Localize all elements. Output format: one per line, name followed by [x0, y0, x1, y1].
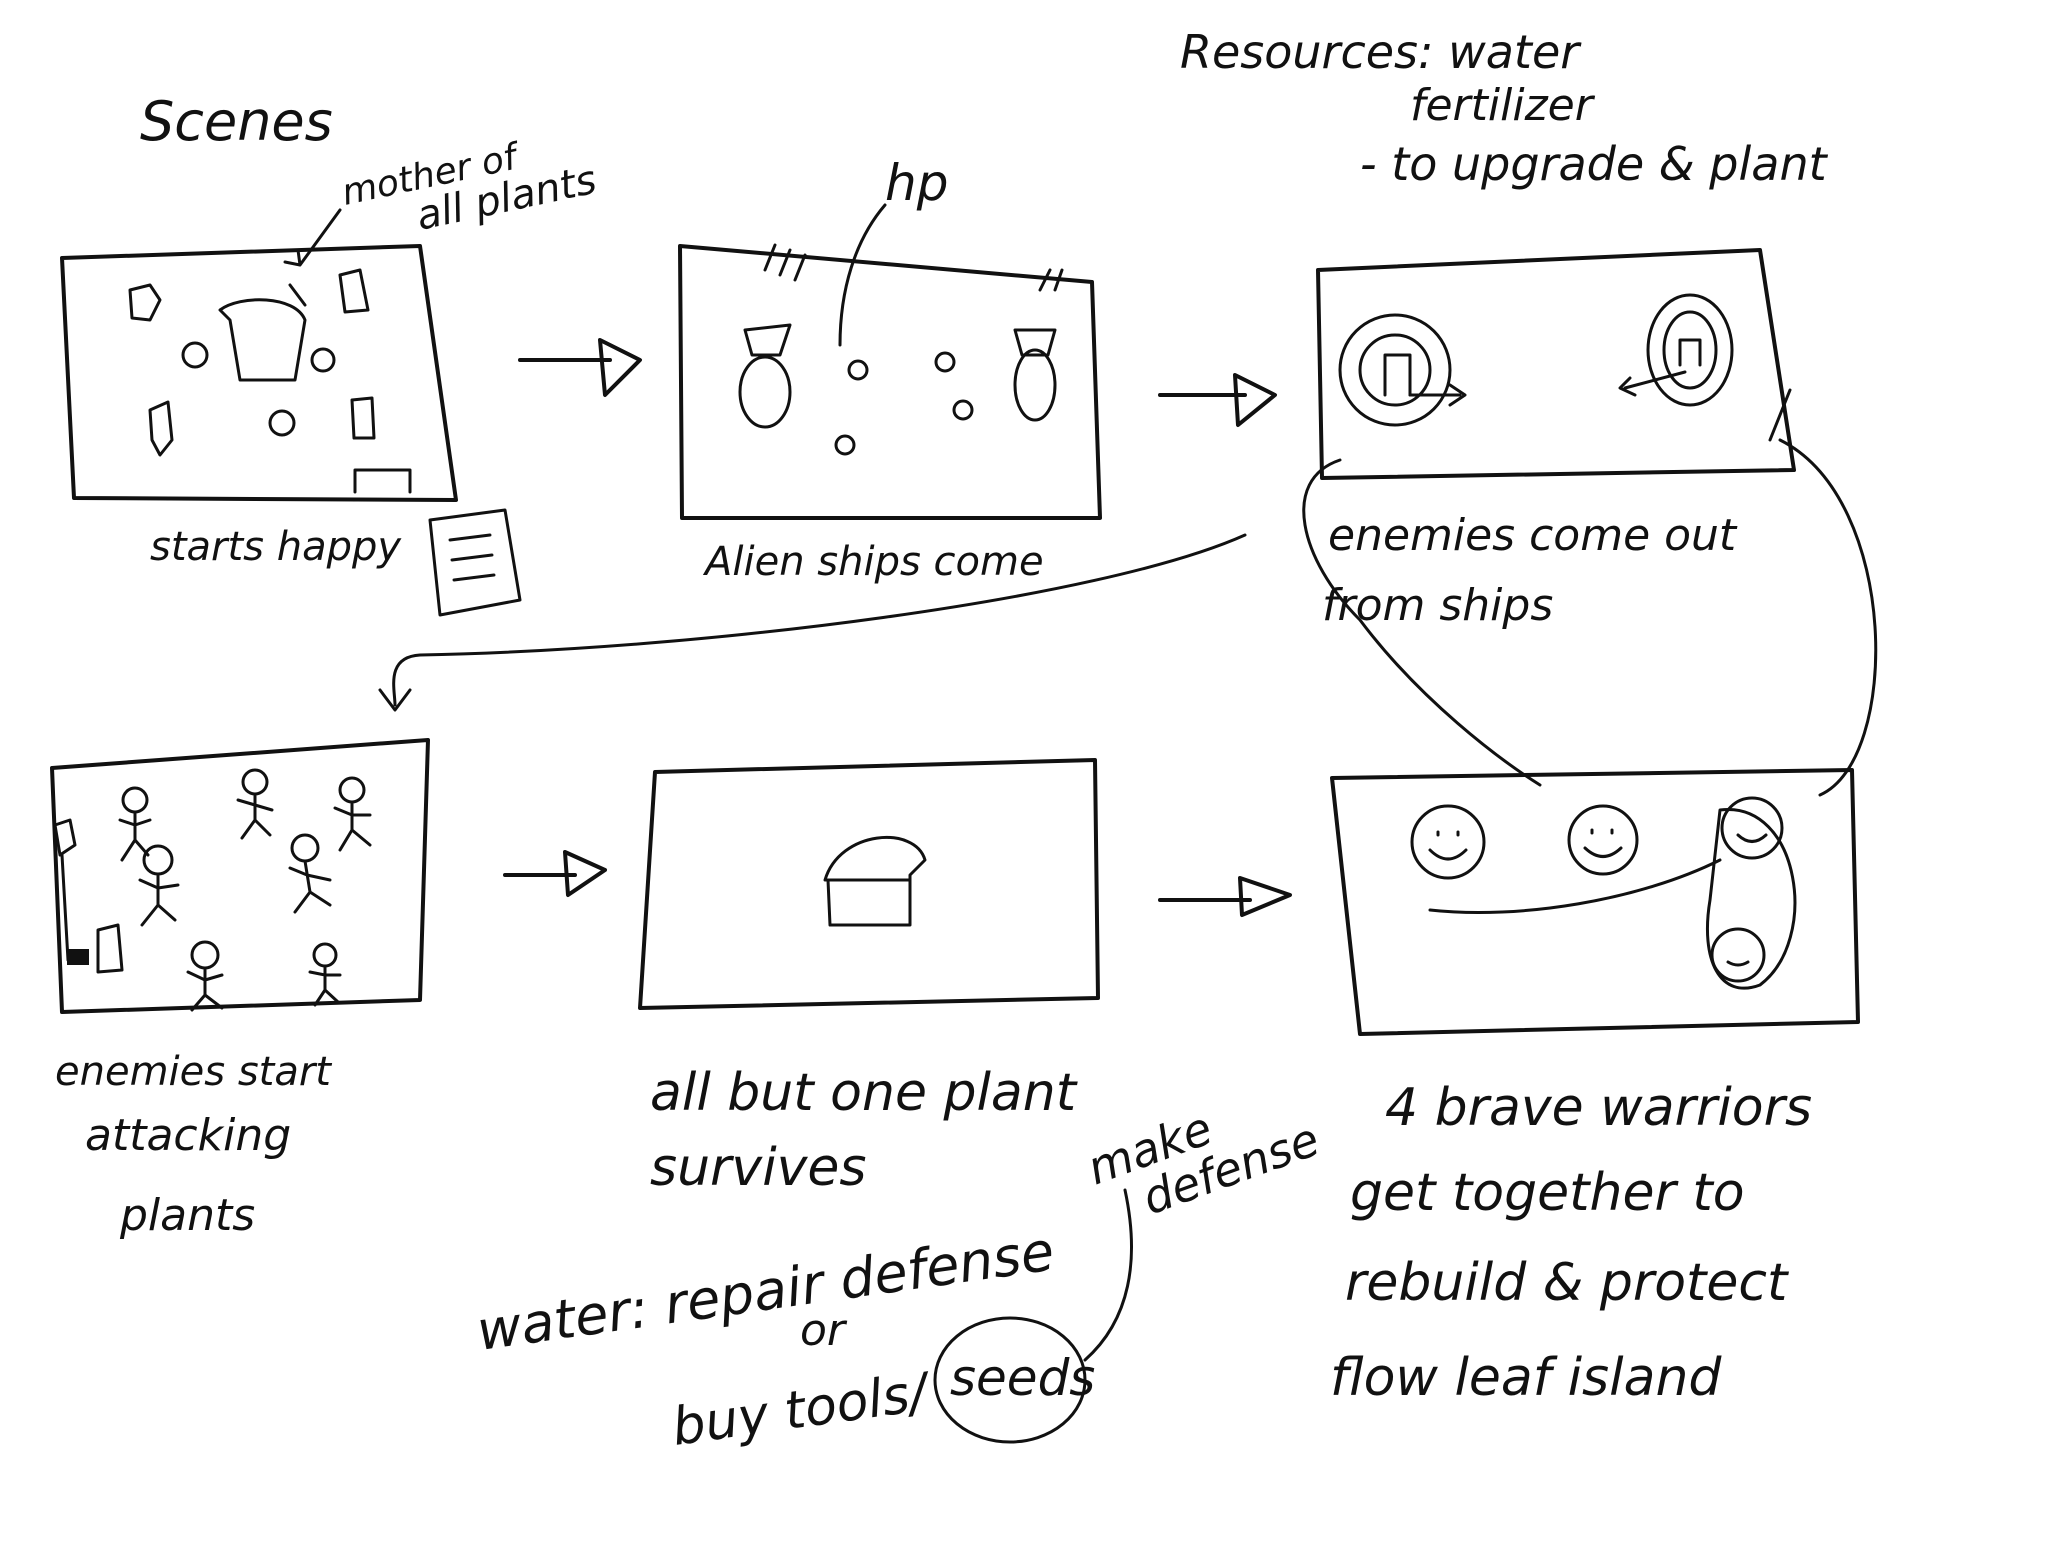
panel-3-frame	[1316, 248, 1796, 480]
plant-icon	[338, 268, 370, 314]
resources-upgrade: - to upgrade & plant	[1360, 137, 1829, 191]
defense-pointer	[1083, 1188, 1134, 1362]
enemy-figure	[118, 786, 152, 862]
arrow-2-3	[1158, 373, 1277, 427]
hp-dot	[847, 359, 869, 381]
hp-label: hp	[885, 154, 948, 212]
door	[1383, 353, 1412, 397]
water-note-line-1: water: repair defense	[473, 1220, 1058, 1363]
panel-4-caption-1: enemies start	[55, 1049, 332, 1095]
seeds-circle	[933, 1316, 1087, 1444]
enemy-figure	[138, 844, 180, 927]
warrior-smile	[1583, 828, 1623, 858]
hp-dot	[952, 399, 974, 421]
arrow-5-6	[1158, 876, 1292, 917]
smiley-icon	[181, 341, 209, 369]
panel-3	[1316, 248, 1796, 480]
enemy-figure	[186, 940, 224, 1012]
ship-ring	[1338, 313, 1452, 427]
smiley-icon	[268, 409, 296, 437]
warrior-face	[1720, 796, 1784, 860]
warrior-face	[1710, 927, 1766, 983]
resources-fertilizer: fertilizer	[1410, 80, 1596, 131]
hut-icon	[353, 468, 412, 494]
panel-6	[1330, 768, 1860, 1036]
panel-4-caption-2: attacking	[85, 1110, 291, 1161]
connector-to-panel-4	[378, 533, 1247, 712]
alien-ship	[1013, 348, 1057, 422]
alien-ship	[738, 355, 792, 429]
rubble	[67, 949, 89, 965]
enemy-arrow	[1408, 383, 1467, 407]
water-note-or: or	[800, 1305, 848, 1356]
enemy-arrow	[1618, 370, 1687, 397]
mother-plant	[218, 298, 307, 382]
panel-5-caption-1: all but one plant	[650, 1063, 1078, 1123]
seeds-label: seeds	[950, 1349, 1095, 1407]
enemy-figure	[236, 768, 274, 840]
group-outline	[1428, 808, 1797, 990]
hp-dot	[834, 434, 856, 456]
arrow-4-5	[503, 850, 607, 897]
warrior-face	[1567, 804, 1639, 876]
panel-3-caption-2: from ships	[1322, 580, 1553, 631]
ship-ring-inner	[1358, 333, 1432, 407]
warrior-smile	[1736, 833, 1768, 843]
plant-icon	[350, 396, 376, 440]
ship-ring-inner	[1662, 310, 1718, 390]
motion-lines	[763, 243, 1064, 292]
door	[1678, 338, 1702, 367]
hp-pointer	[838, 203, 887, 347]
last-plant	[823, 836, 927, 927]
panel-3-caption-1: enemies come out	[1328, 510, 1738, 561]
warrior-smile	[1428, 830, 1468, 861]
panel-2-caption: Alien ships come	[702, 539, 1044, 585]
warrior-smile	[1726, 960, 1750, 967]
panel-6-caption-2: get together to	[1350, 1163, 1745, 1223]
enemy-figure	[333, 776, 372, 852]
enemy-figure	[308, 942, 342, 1007]
panel-6-caption-1: 4 brave warriors	[1385, 1078, 1812, 1138]
panel-6-caption-3: rebuild & protect	[1345, 1253, 1789, 1313]
ship-top	[1013, 328, 1057, 357]
panel-5	[638, 758, 1100, 1010]
panel-6-frame	[1330, 768, 1860, 1036]
panel-1	[60, 244, 458, 502]
broken-plant	[53, 818, 77, 962]
panel-4-frame	[50, 738, 430, 1014]
panel-1-caption: starts happy	[150, 524, 402, 570]
warrior-face	[1410, 804, 1486, 880]
panel-2	[678, 243, 1102, 520]
panel-1-frame	[60, 244, 458, 502]
plant-icon	[148, 400, 174, 457]
hp-dot	[934, 351, 956, 373]
smiley-icon	[310, 347, 336, 373]
panel-5-caption-2: survives	[650, 1138, 867, 1198]
broken-plant	[96, 923, 124, 974]
note-paper-icon	[428, 508, 522, 617]
panel-5-frame	[638, 758, 1100, 1010]
enemy-figure	[288, 833, 332, 914]
panel-4	[50, 738, 430, 1014]
scenes-title: Scenes	[140, 90, 333, 153]
pointer-arrow	[288, 283, 307, 307]
panel-4-caption-3: plants	[119, 1190, 255, 1241]
plant-icon	[128, 283, 162, 322]
panel-2-frame	[678, 244, 1102, 520]
panel-6-caption-4: flow leaf island	[1330, 1348, 1722, 1408]
mother-pointer	[283, 208, 342, 267]
arrow-1-2	[518, 338, 642, 397]
ship-ring	[1646, 293, 1734, 407]
ship-top	[743, 323, 792, 357]
resources-heading: Resources: water	[1180, 25, 1582, 79]
water-note-line-3: buy tools/	[668, 1362, 936, 1458]
